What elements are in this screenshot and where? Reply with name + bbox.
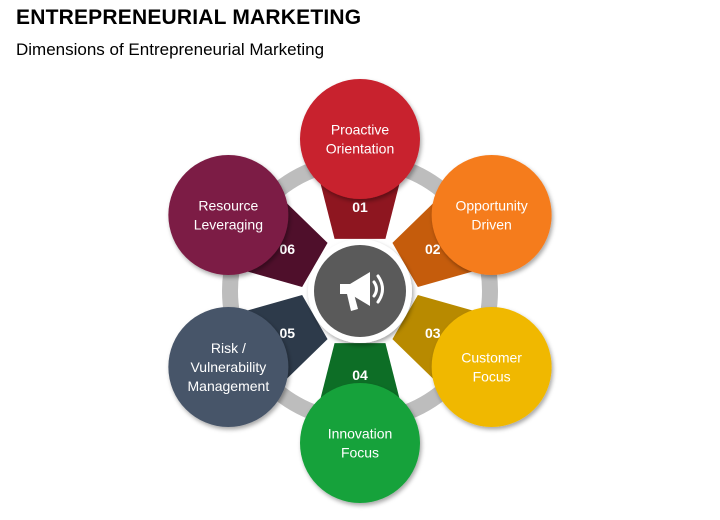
dimension-number-03: 03 bbox=[425, 325, 441, 341]
dimension-circle-03 bbox=[431, 307, 552, 427]
dimension-label-01-line-2: Orientation bbox=[326, 141, 394, 157]
dimension-circle-01 bbox=[300, 79, 420, 199]
dimension-label-05-line-2: Vulnerability bbox=[190, 359, 266, 375]
dimension-circle-02 bbox=[431, 155, 552, 275]
dimension-label-05-line-1: Risk / bbox=[211, 340, 246, 356]
numbers-group: 01 02 03 04 05 06 bbox=[279, 199, 440, 383]
dimension-label-02-line-2: Driven bbox=[471, 217, 511, 233]
dimension-number-01: 01 bbox=[352, 199, 368, 215]
dimension-circles: ProactiveOrientationOpportunityDrivenCus… bbox=[168, 79, 552, 503]
page-subtitle: Dimensions of Entrepreneurial Marketing bbox=[16, 40, 325, 59]
dimension-number-04: 04 bbox=[352, 367, 368, 383]
dimension-label-05-line-3: Management bbox=[188, 378, 270, 394]
dimension-label-06-line-1: Resource bbox=[198, 198, 258, 214]
dimension-label-03-line-2: Focus bbox=[473, 369, 511, 385]
dimension-label-06-line-2: Leveraging bbox=[194, 217, 263, 233]
dimension-circle-05 bbox=[168, 307, 289, 427]
megaphone-icon bbox=[340, 272, 384, 311]
dimension-number-02: 02 bbox=[425, 241, 441, 257]
dimension-label-04-line-1: Innovation bbox=[328, 426, 393, 442]
dimension-label-04-line-2: Focus bbox=[341, 445, 379, 461]
dimension-number-06: 06 bbox=[279, 241, 295, 257]
dimension-circle-06 bbox=[168, 155, 289, 275]
dimension-label-01-line-1: Proactive bbox=[331, 122, 390, 138]
dimension-circle-04 bbox=[300, 383, 420, 503]
dimension-number-05: 05 bbox=[279, 325, 295, 341]
dimension-label-03-line-1: Customer bbox=[461, 350, 522, 366]
dimension-label-02-line-1: Opportunity bbox=[455, 198, 527, 214]
center-hub bbox=[308, 239, 412, 343]
page-title: ENTREPRENEURIAL MARKETING bbox=[16, 6, 362, 29]
